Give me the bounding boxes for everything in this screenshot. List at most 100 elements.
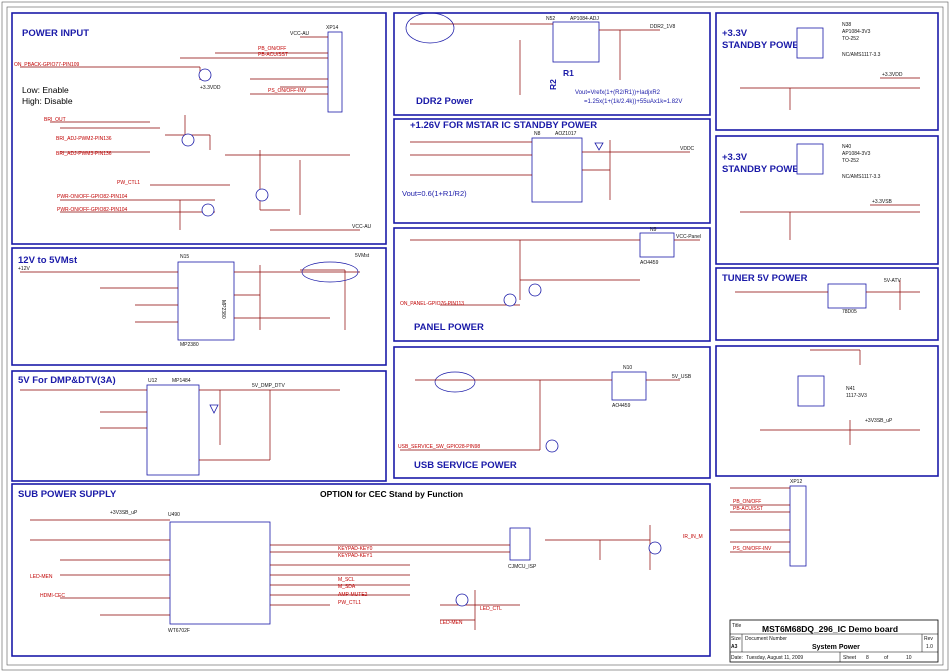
label-mp2380: MP2380 (180, 342, 199, 348)
title-tuner-5v: TUNER 5V POWER (722, 273, 808, 284)
transistor-v28 (255, 188, 269, 202)
tb-title-label: Title (732, 623, 741, 629)
mstar-circuit: N8 AOZ1017 VDDC (410, 131, 695, 203)
label-ddr2-r1: R1 (563, 68, 574, 78)
sig-keypad-key1: KEYPAD-KEY1 (338, 553, 373, 559)
label-xp12: XP12 (790, 479, 802, 485)
sig-pb-acusst-2: PB-ACU/SST (733, 506, 763, 512)
ic-n8 (531, 137, 583, 203)
sig-5vmst: 5VMst (355, 253, 370, 259)
sig-keypad-key0: KEYPAD-KEY0 (338, 546, 373, 552)
panel-circuit: N9 AO4459 VCC-Panel ON_PANEL-GPIO76-PIN1… (400, 227, 701, 307)
block-dmp-dtv (11, 370, 387, 482)
sheet-inner-frame (6, 6, 944, 666)
label-ap1084: AP1084-ADJ (570, 16, 599, 22)
title-12v-5vmst: 12V to 5VMst (18, 255, 78, 266)
label-ams1117-b: NC/AMS1117-3.3 (842, 174, 881, 180)
label-n10: N10 (623, 365, 632, 371)
sig-vcc-au: VCC-AU (290, 31, 310, 37)
tb-date-label: Date: (731, 655, 743, 661)
transistor-v9 (503, 293, 517, 307)
title-block: Title MST6M68DQ_296_IC Demo board Size A… (729, 619, 939, 663)
sig-5v-usb: 5V_USB (672, 374, 692, 380)
sig-12v-in: +12V (18, 266, 30, 272)
ic-u490 (169, 521, 271, 625)
sig-pb-on-off: PB_ON/OFF (258, 46, 286, 52)
tb-size-label: Size (731, 636, 741, 642)
sig-usb-service: USB_SERVICE_SW_GPIO28-PIN98 (398, 444, 480, 450)
sig-vcc-panel: VCC-Panel (676, 234, 701, 240)
connector-xp12-group: XP12 PB_ON/OFF PB-ACU/SST PS_ON/OFF-INV (730, 479, 807, 567)
block-mstar (393, 118, 711, 224)
sig-pwr-onoff-2: PWR-ON/OFF-GPIO82-PIN104 (57, 207, 128, 213)
transistor-v31 (455, 593, 469, 607)
sig-m-scl: M_SCL (338, 577, 355, 583)
label-xp14: XP14 (326, 25, 338, 31)
sig-bri-adj-3: BRI_ADJ-PWM3-PIN136 (56, 151, 112, 157)
ic-n9 (639, 232, 675, 258)
sig-bri-adj-2: BRI_ADJ-PWM2-PIN136 (56, 136, 112, 142)
title-dmp-dtv: 5V For DMP&DTV(3A) (18, 375, 116, 386)
label-to252-a: TO-252 (842, 36, 859, 42)
label-ap1084-3v3-a: AP1084-3V3 (842, 29, 871, 35)
sig-led-ctl: LED_CTL (480, 606, 502, 612)
label-to252-b: TO-252 (842, 158, 859, 164)
title-power-input: POWER INPUT (22, 28, 89, 39)
n41-circuit: N41 1117-3V3 +3V3SB_uP (760, 349, 920, 445)
sig-33sb-a: +3.3VSB (872, 199, 893, 205)
label-78d05: 78D05 (842, 309, 857, 315)
connector-xp14 (327, 31, 343, 113)
sig-33sb-up: +3V3SB_uP (110, 510, 138, 516)
sig-bri-out: BRI_OUT (44, 117, 66, 123)
sig-led-men: LED-MEN (30, 574, 53, 580)
tb-sheet: 8 (866, 655, 869, 661)
standby-a-circuit: N38 AP1084-3V3 TO-252 NC/AMS1117-3.3 +3.… (740, 22, 920, 110)
ic-n10 (611, 371, 647, 401)
transistor-v29 (181, 133, 195, 147)
buck-dmp-dtv: U12 MP1484 5V_DMP_DTV (20, 378, 340, 476)
tb-rev: 1.0 (926, 644, 933, 650)
label-n8: N8 (534, 131, 541, 137)
block-n41 (715, 345, 939, 477)
highlight-l115 (301, 261, 359, 283)
sig-ir-in: IR_IN_M (683, 534, 703, 540)
ddr2-circuit: N52 AP1084-ADJ DDR2_1V8 (405, 12, 676, 95)
sig-5v-dmp: 5V_DMP_DTV (252, 383, 285, 389)
diode-d (209, 404, 219, 414)
highlight-l59 (405, 12, 455, 44)
sig-pw-ctl: PW_CTL1 (338, 600, 361, 606)
note-high-disable: High: Disable (22, 96, 73, 106)
tb-rev-label: Rev (924, 636, 933, 642)
diode-vd1 (594, 142, 604, 151)
sig-33vdd-a: +3.3VDD (882, 72, 903, 78)
label-n52: N52 (546, 16, 555, 22)
note-ddr2-formula-1: Vout=Vrefx(1+(R2/R1))+IadjxR2 (575, 90, 661, 96)
title-standby-33-b-line1: +3.3V (722, 152, 748, 163)
sig-33vdd: +3.3VDD (200, 85, 221, 91)
block-standby-33-b (715, 135, 939, 265)
transistor-v30 (201, 203, 215, 217)
block-tuner-5v (715, 267, 939, 341)
transistor-v32 (648, 541, 662, 555)
label-n15: N15 (180, 254, 189, 260)
ic-u12 (146, 384, 200, 476)
ic-n52 (552, 21, 600, 63)
tb-docnum-label: Document Number (745, 636, 787, 642)
block-sub-power (11, 483, 711, 657)
block-panel (393, 227, 711, 342)
label-ddr2-r2: R2 (548, 79, 558, 90)
tb-of-label: of (884, 655, 889, 661)
label-n38: N38 (842, 22, 851, 28)
title-standby-33-b: +3.3V STANDBY POWER (722, 152, 806, 175)
tb-of: 10 (906, 655, 912, 661)
connector-xp12 (789, 485, 807, 567)
sig-pwr-onoff: PWR-ON/OFF-GPIO82-PIN104 (57, 194, 128, 200)
label-n41: N41 (846, 386, 855, 392)
block-usb (393, 346, 711, 479)
regulator-n40 (796, 143, 824, 175)
sig-m-sda: M_SDA (338, 584, 356, 590)
tuner-circuit: 78D05 5V-ATV (735, 278, 920, 315)
sig-vcc-au-2: VCC-AU (352, 224, 372, 230)
block-standby-33-a (715, 12, 939, 131)
